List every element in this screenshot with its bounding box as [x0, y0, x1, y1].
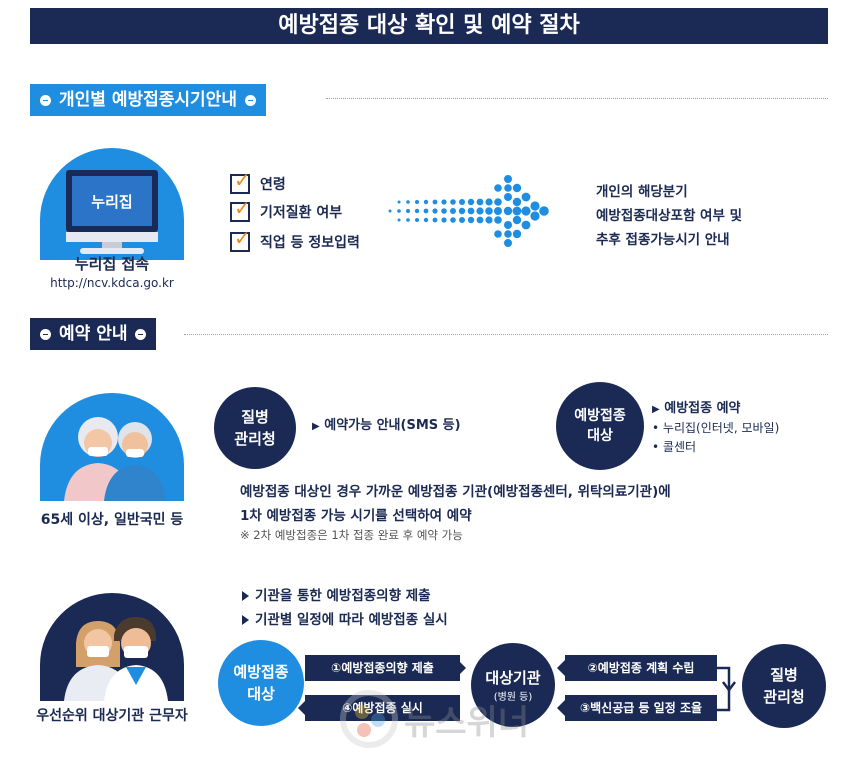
arrow-left-icon [557, 700, 565, 716]
step4-pill: ④예방접종 실시 [305, 695, 460, 721]
section-heading-booking: 예약 안내 [30, 318, 157, 350]
step1-pill: ①예방접종의향 제출 [305, 655, 460, 681]
plus-icon [40, 328, 51, 340]
medical-staff-icon [40, 593, 184, 701]
flow-institution-circle: 대상기관 (병원 등) [471, 643, 555, 727]
page-title: 예방접종 대상 확인 및 예약 절차 [30, 8, 828, 44]
group2-bullet: 기관별 일정에 따라 예방접종 실시 [242, 608, 448, 632]
bracket-arrow-icon [717, 666, 736, 712]
plus-icon [135, 328, 147, 340]
elderly-couple-icon [40, 393, 184, 501]
watermark-icon [340, 690, 398, 748]
section-heading-label: 개인별 예방접종시기안내 [59, 90, 237, 110]
target-circle: 예방접종 대상 [556, 382, 644, 470]
monitor-label: 누리집 [91, 193, 133, 211]
checklist-item: ✓ 직업 등 정보입력 [230, 226, 360, 257]
triangle-bullet-icon [242, 591, 249, 601]
url-link[interactable]: http://ncv.kdca.go.kr [50, 276, 174, 290]
group2-bullets: 기관을 통한 예방접종의향 제출 기관별 일정에 따라 예방접종 실시 [242, 584, 448, 632]
sms-notice: ▶ 예약가능 안내(SMS 등) [312, 418, 461, 433]
step3-pill: ③백신공급 등 일정 조율 [565, 695, 717, 721]
booking-note: ※ 2차 예방접종은 1차 접종 완료 후 예약 가능 [240, 528, 463, 542]
monitor-icon [66, 170, 158, 254]
booking-item: • 누리집(인터넷, 모바일) [652, 421, 780, 435]
booking-description: 예방접종 대상인 경우 가까운 예방접종 기관(예방접종센터, 위탁의료기관)에… [240, 484, 671, 524]
monitor-icon-bg [40, 148, 184, 260]
step2-pill: ②예방접종 계획 수립 [565, 655, 717, 681]
section-heading-individual: 개인별 예방접종시기안내 [30, 84, 266, 116]
arrow-left-icon [298, 700, 306, 716]
divider [184, 334, 828, 335]
checklist-item: ✓ 연령 [230, 168, 360, 197]
arrow-left-icon [557, 660, 565, 676]
result-text: 개인의 해당분기 예방접종대상포함 여부 및 추후 접종가능시기 안내 [596, 184, 743, 248]
kdca-circle: 질병 관리청 [214, 387, 296, 469]
watermark-logo: 뉴스위너 [340, 690, 529, 748]
group2-label: 우선순위 대상기관 근무자 [36, 708, 188, 724]
section-heading-label: 예약 안내 [59, 324, 128, 344]
checklist: ✓ 연령 ✓ 기저질환 여부 ✓ 직업 등 정보입력 [230, 168, 360, 257]
divider [326, 98, 828, 99]
flow-kdca-circle: 질병 관리청 [742, 644, 826, 728]
check-icon: ✓ [230, 226, 251, 252]
checklist-item: ✓ 기저질환 여부 [230, 196, 360, 227]
triangle-bullet-icon [242, 615, 249, 625]
booking-item: • 콜센터 [652, 440, 697, 454]
group2-bullet: 기관을 통한 예방접종의향 제출 [242, 584, 448, 608]
plus-icon [40, 94, 51, 106]
arrow-dots-icon [388, 175, 549, 247]
check-icon: ✓ [230, 168, 251, 194]
flow-target-circle: 예방접종 대상 [218, 640, 304, 726]
plus-icon [244, 94, 256, 106]
watermark-text: 뉴스위너 [404, 702, 530, 743]
access-label: 누리집 접속 [74, 255, 150, 273]
arrow-right-icon [458, 660, 466, 676]
booking-methods: ▶ 예방접종 예약 • 누리집(인터넷, 모바일) • 콜센터 [652, 401, 780, 454]
group1-label: 65세 이상, 일반국민 등 [40, 512, 184, 528]
check-icon: ✓ [230, 196, 251, 222]
